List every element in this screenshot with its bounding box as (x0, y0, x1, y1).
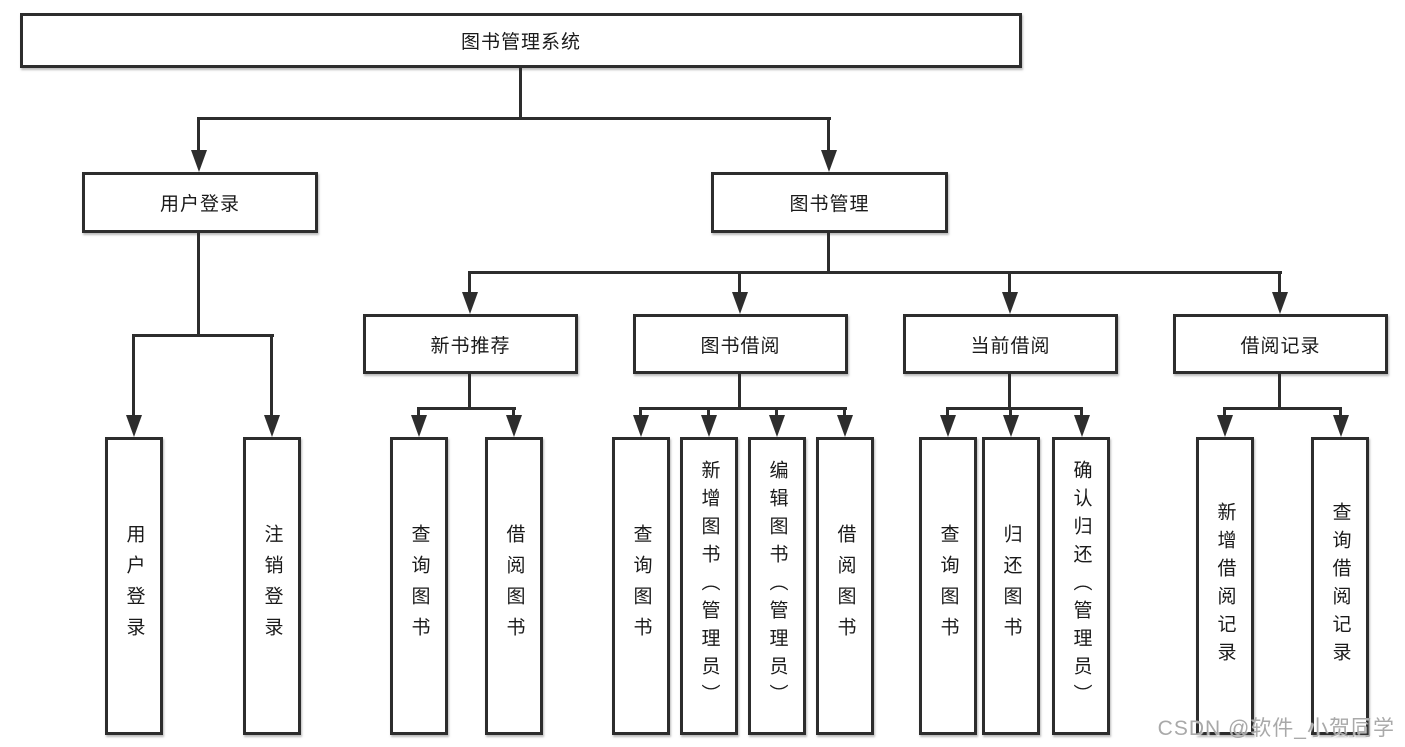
leaf-add-books-admin: 新增图书（管理员） (680, 437, 738, 735)
node-label: 查询图书 (937, 524, 959, 648)
leaf-query-books-recommend: 查询图书 (390, 437, 448, 735)
node-label: 借阅记录 (1240, 335, 1321, 357)
arrow-down-icon (769, 415, 785, 437)
connector-line (1080, 407, 1083, 418)
leaf-query-books-borrowing: 查询图书 (612, 437, 670, 735)
arrow-down-icon (940, 415, 956, 437)
node-label: 查询借阅记录 (1329, 502, 1351, 670)
arrow-down-icon (837, 415, 853, 437)
connector-line (946, 407, 1083, 410)
arrow-down-icon (462, 292, 478, 314)
node-label: 注销登录 (261, 524, 283, 648)
connector-line (738, 374, 741, 408)
connector-line (1008, 374, 1011, 408)
node-borrowing-records: 借阅记录 (1173, 314, 1388, 374)
arrow-down-icon (1217, 415, 1233, 437)
connector-line (417, 407, 420, 418)
connector-line (946, 407, 949, 418)
node-label: 查询图书 (630, 524, 652, 648)
connector-line (707, 407, 710, 418)
arrow-down-icon (701, 415, 717, 437)
node-library-management-system: 图书管理系统 (20, 13, 1022, 68)
leaf-borrow-books-recommend: 借阅图书 (485, 437, 543, 735)
connector-line (1278, 271, 1281, 294)
connector-line (827, 117, 830, 153)
connector-line (197, 117, 200, 153)
leaf-query-books-current: 查询图书 (919, 437, 977, 735)
node-label: 归还图书 (1000, 524, 1022, 648)
node-label: 新增借阅记录 (1214, 502, 1236, 670)
connector-line (132, 334, 274, 337)
node-new-book-recommendation: 新书推荐 (363, 314, 578, 374)
connector-line (468, 271, 471, 294)
connector-line (1009, 407, 1012, 418)
connector-line (639, 407, 642, 418)
connector-line (512, 407, 515, 418)
connector-line (1008, 271, 1011, 294)
node-book-borrowing: 图书借阅 (633, 314, 848, 374)
connector-line (197, 117, 831, 120)
leaf-query-borrow-record: 查询借阅记录 (1311, 437, 1369, 735)
connector-line (519, 68, 522, 119)
node-label: 图书管理 (789, 194, 870, 215)
connector-line (1278, 374, 1281, 408)
arrow-down-icon (264, 415, 280, 437)
arrow-down-icon (411, 415, 427, 437)
arrow-down-icon (633, 415, 649, 437)
arrow-down-icon (191, 150, 207, 172)
arrow-down-icon (1074, 415, 1090, 437)
connector-line (468, 271, 1282, 274)
node-user-login: 用户登录 (82, 172, 318, 233)
node-label: 用户登录 (159, 194, 240, 215)
arrow-down-icon (732, 292, 748, 314)
connector-line (468, 374, 471, 408)
arrow-down-icon (126, 415, 142, 437)
connector-line (738, 271, 741, 294)
leaf-return-books: 归还图书 (982, 437, 1040, 735)
node-label: 新增图书（管理员） (698, 460, 720, 712)
connector-line (843, 407, 846, 418)
arrow-down-icon (1272, 292, 1288, 314)
connector-line (270, 334, 273, 418)
node-label: 新书推荐 (430, 335, 511, 357)
connector-line (197, 233, 200, 337)
leaf-add-borrow-record: 新增借阅记录 (1196, 437, 1254, 735)
node-label: 用户登录 (123, 524, 145, 648)
node-label: 确认归还（管理员） (1070, 460, 1092, 712)
connector-line (827, 233, 830, 274)
connector-line (639, 407, 847, 410)
arrow-down-icon (821, 150, 837, 172)
node-label: 当前借阅 (970, 335, 1051, 357)
leaf-user-login: 用户登录 (105, 437, 163, 735)
leaf-logout: 注销登录 (243, 437, 301, 735)
node-current-borrowing: 当前借阅 (903, 314, 1118, 374)
connector-line (1223, 407, 1226, 418)
leaf-edit-books-admin: 编辑图书（管理员） (748, 437, 806, 735)
arrow-down-icon (506, 415, 522, 437)
arrow-down-icon (1002, 292, 1018, 314)
connector-line (1223, 407, 1342, 410)
connector-line (132, 334, 135, 418)
arrow-down-icon (1003, 415, 1019, 437)
arrow-down-icon (1333, 415, 1349, 437)
node-label: 查询图书 (408, 524, 430, 648)
leaf-confirm-return-admin: 确认归还（管理员） (1052, 437, 1110, 735)
connector-line (417, 407, 516, 410)
node-label: 图书借阅 (700, 335, 781, 357)
node-book-management: 图书管理 (711, 172, 948, 233)
connector-line (775, 407, 778, 418)
node-label: 借阅图书 (503, 524, 525, 648)
connector-line (1339, 407, 1342, 418)
csdn-watermark: CSDN @软件_小贺同学 (1157, 717, 1395, 740)
leaf-borrow-books-borrowing: 借阅图书 (816, 437, 874, 735)
node-label: 编辑图书（管理员） (766, 460, 788, 712)
node-label: 借阅图书 (834, 524, 856, 648)
node-label: 图书管理系统 (460, 32, 581, 53)
